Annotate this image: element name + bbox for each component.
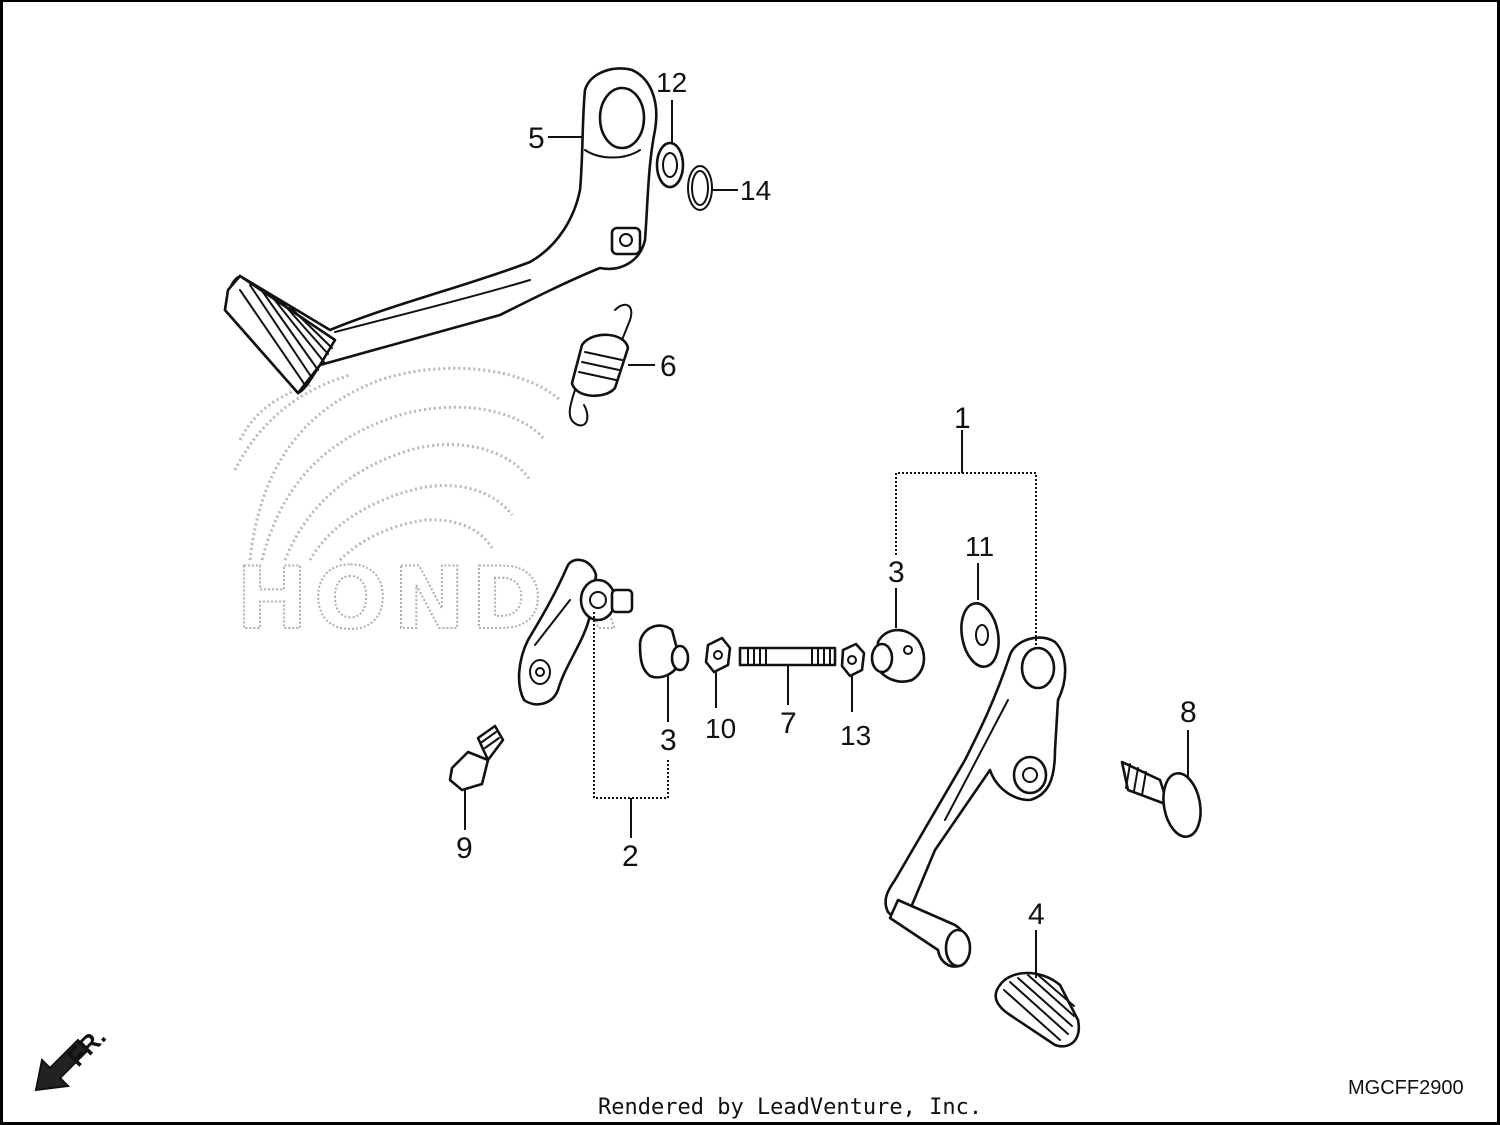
callout-5: 5 xyxy=(528,122,545,155)
callout-14: 14 xyxy=(740,175,771,206)
callout-11: 11 xyxy=(965,531,994,562)
front-direction-arrow-icon xyxy=(34,1038,90,1092)
callout-3-right: 3 xyxy=(888,556,905,589)
callout-6: 6 xyxy=(660,350,677,383)
callout-1: 1 xyxy=(954,402,971,435)
ball-joint-3-left xyxy=(638,624,690,679)
bracket-part-2 xyxy=(593,612,669,838)
spring-6 xyxy=(568,303,633,427)
honda-wing-watermark xyxy=(233,366,561,562)
callout-2: 2 xyxy=(622,840,639,873)
clip-ring-14 xyxy=(687,165,713,211)
callout-3-left: 3 xyxy=(660,724,677,757)
linkage-arm xyxy=(517,558,634,706)
ball-joint-3-right xyxy=(870,628,926,683)
washer-11 xyxy=(960,602,1000,668)
diagram-code: MGCFF2900 xyxy=(1348,1077,1464,1099)
nut-10 xyxy=(704,636,732,674)
callout-13: 13 xyxy=(840,720,871,751)
callout-10: 10 xyxy=(705,713,736,744)
callout-9: 9 xyxy=(456,832,473,865)
rubber-peg-4 xyxy=(994,971,1081,1048)
pedal-arm-lower xyxy=(884,636,1067,968)
pedal-arm-upper xyxy=(223,67,658,395)
bracket-part-1 xyxy=(895,472,1037,645)
pivot-bolt-8 xyxy=(1120,760,1202,838)
callout-7: 7 xyxy=(780,707,797,740)
leader-lines xyxy=(464,100,1189,978)
callout-12: 12 xyxy=(656,67,687,98)
flange-bolt-9 xyxy=(448,724,505,792)
footer-credit: Rendered by LeadVenture, Inc. xyxy=(598,1095,982,1120)
rod-7 xyxy=(738,646,837,667)
washer-12 xyxy=(655,141,685,189)
nut-13 xyxy=(840,642,866,678)
callout-8: 8 xyxy=(1180,696,1197,729)
callout-4: 4 xyxy=(1028,898,1045,931)
